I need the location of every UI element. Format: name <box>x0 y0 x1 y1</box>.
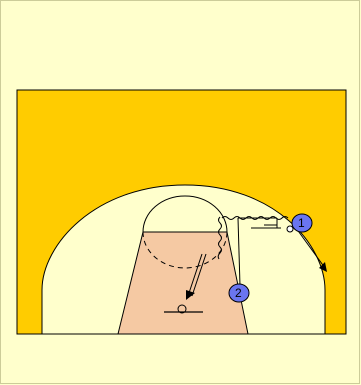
player-2-label: 2 <box>235 286 242 300</box>
hoop <box>177 304 187 314</box>
cut-arrowhead <box>319 262 327 272</box>
player-2: 2 <box>228 283 250 303</box>
diagonal-cut <box>295 227 326 269</box>
pass-line <box>191 253 207 297</box>
dribble-path <box>217 216 222 260</box>
ball-icon <box>286 225 294 233</box>
pass-arrowhead <box>186 290 195 300</box>
player-1-label: 1 <box>298 216 305 230</box>
paint-area <box>117 231 249 335</box>
player-1: 1 <box>291 213 313 233</box>
cut-line-player-2 <box>237 217 241 287</box>
pass-line-2 <box>187 253 203 297</box>
